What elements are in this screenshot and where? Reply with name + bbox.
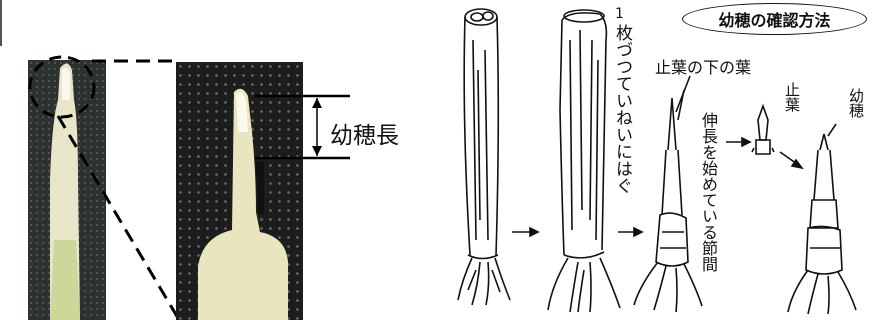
stem-drawing-3 [633,89,703,313]
young-panicle-photo-drawing [198,88,288,320]
stem-photo [28,60,106,320]
instruction-text: 枚づつていねいにはぐ [612,24,632,194]
instruction-number: 1 [615,6,624,22]
elongating-node-label: 伸長を始めている節間 [699,112,718,272]
young-panicle-stem-drawing [787,133,857,315]
panicle-length-label: 幼穂長 [330,123,399,149]
tip-highlight-circle [28,55,96,119]
method-title: 幼穂の確認方法 [682,3,867,35]
panicle-check-illustration [457,8,857,315]
young-panicle-photo [176,62,303,320]
young-panicle-label: 幼穂 [847,88,865,118]
stem-drawing-2 [547,9,621,313]
method-title-text: 幼穂の確認方法 [718,11,831,30]
flag-leaf-drawing [751,103,775,155]
flag-leaf-below-label: 止葉の下の葉 [655,58,752,77]
edge-mark [0,0,2,46]
stem-drawing-1 [457,8,511,306]
flag-leaf-label: 止葉 [783,82,801,112]
stem-photo-drawing [50,63,80,320]
panicle-length-bracket [255,94,350,160]
